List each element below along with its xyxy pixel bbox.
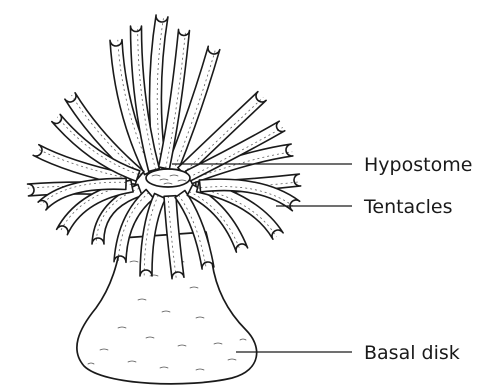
anemone-body [77, 232, 257, 384]
body-column [77, 232, 257, 384]
oral-disc [146, 169, 190, 187]
tentacles-label: Tentacles [363, 196, 453, 218]
basal-disk-label: Basal disk [364, 342, 460, 364]
hypostome-mound [146, 169, 190, 187]
hypostome-label: Hypostome [364, 154, 472, 176]
